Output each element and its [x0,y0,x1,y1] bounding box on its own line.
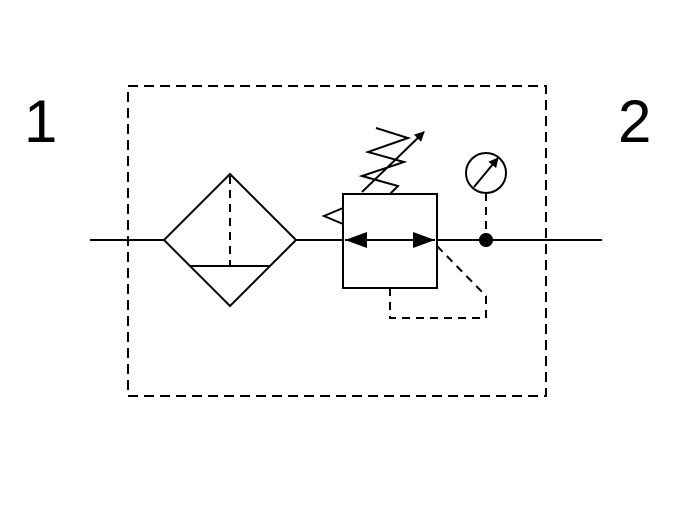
flow-arrow-head-right [413,232,435,248]
pressure-regulator-icon [321,127,487,319]
pilot-return-line [389,245,487,319]
adjustable-spring [358,127,412,195]
adjust-arrow [361,131,425,193]
outlet-port-label: 2 [618,88,652,155]
pilot-triangle [321,207,344,225]
junction-dot [479,233,493,247]
gauge-needle [473,157,499,188]
pressure-gauge-icon [465,152,507,247]
filter-water-separator-icon [162,172,298,308]
inlet-port-label: 1 [24,88,58,155]
flow-arrow-head-left [345,232,367,248]
